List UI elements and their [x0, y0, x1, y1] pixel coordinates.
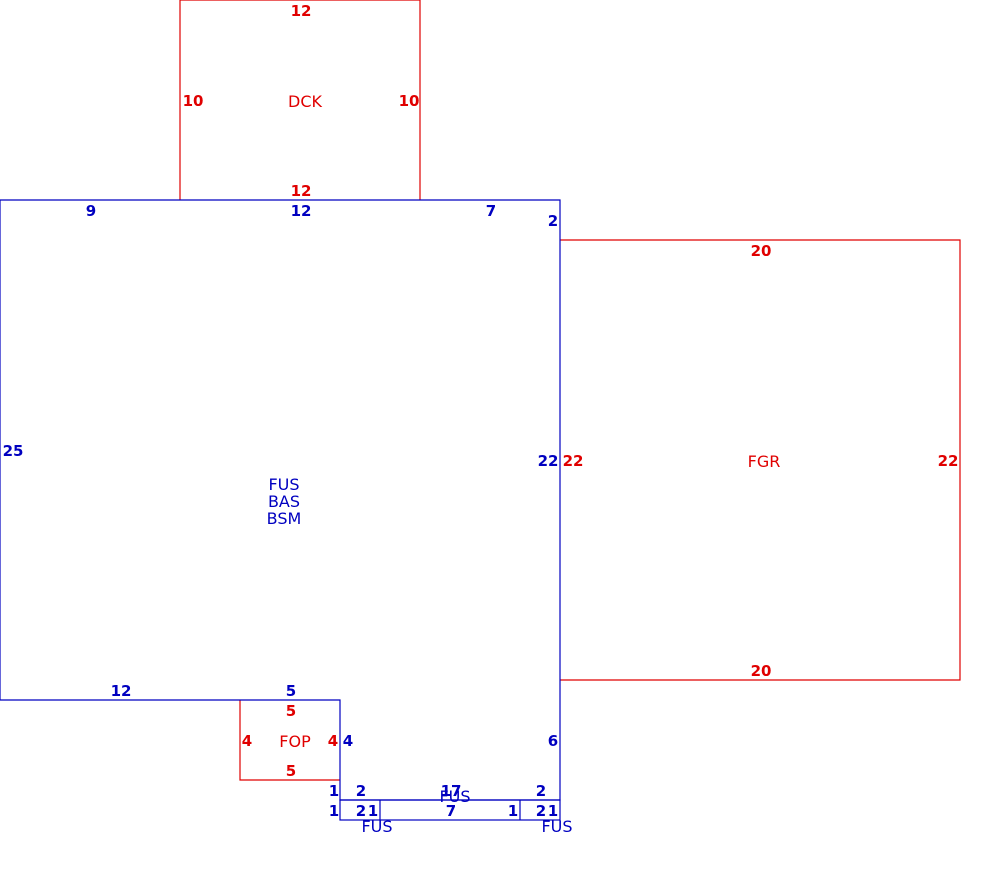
main-dim-bottom-mid: 5 — [286, 682, 296, 700]
strip-dim-right-cell: 2 — [536, 802, 546, 820]
main-dim-top-mid: 12 — [291, 202, 312, 220]
strip-code-right: FUS — [541, 817, 572, 836]
deck-code: DCK — [288, 92, 322, 111]
strip-code-top: FUS — [439, 787, 470, 806]
main-dim-right: 22 — [538, 452, 559, 470]
garage-area — [560, 239, 961, 681]
strip-code-left: FUS — [361, 817, 392, 836]
main-code-bas: BAS — [268, 492, 300, 511]
main-dim-step-left: 4 — [343, 732, 353, 750]
bottom-strip-outline — [339, 799, 561, 821]
garage-outline — [560, 239, 961, 681]
strip-dim-left-cell: 2 — [356, 802, 366, 820]
main-code-fus: FUS — [268, 475, 299, 494]
garage-dim-left: 22 — [563, 452, 584, 470]
strip-dim-right-top2: 2 — [536, 782, 546, 800]
porch-outline — [239, 700, 340, 781]
porch-code: FOP — [279, 732, 311, 751]
strip-dim-left-cell1: 1 — [368, 802, 378, 820]
deck-dim-bottom: 12 — [291, 182, 312, 200]
deck-dim-left: 10 — [183, 92, 204, 110]
main-dim-bottom-left: 12 — [111, 682, 132, 700]
main-code-bsm: BSM — [267, 509, 302, 528]
garage-dim-right: 22 — [938, 452, 959, 470]
porch-dim-right: 4 — [328, 732, 338, 750]
main-dim-top-left: 9 — [86, 202, 96, 220]
deck-dim-right: 10 — [399, 92, 420, 110]
porch-area — [239, 700, 340, 781]
garage-dim-top: 20 — [751, 242, 772, 260]
strip-dim-left-a: 1 — [329, 782, 339, 800]
deck-outline — [179, 0, 421, 200]
main-dim-right-low: 6 — [548, 732, 558, 750]
strip-dim-right-pre: 1 — [508, 802, 518, 820]
main-structure — [0, 199, 561, 821]
strip-dim-overlap: 17 — [441, 782, 462, 800]
main-dim-left: 25 — [3, 442, 24, 460]
main-dim-top-right: 7 — [486, 202, 496, 220]
garage-code: FGR — [748, 452, 781, 471]
strip-dim-left-b: 1 — [329, 802, 339, 820]
main-dim-right-top: 2 — [548, 212, 558, 230]
porch-dim-bottom: 5 — [286, 762, 296, 780]
strip-dim-right-cell1: 1 — [548, 802, 558, 820]
porch-dim-left: 4 — [242, 732, 252, 750]
strip-dim-left-top2: 2 — [356, 782, 366, 800]
porch-dim-top: 5 — [286, 702, 296, 720]
strip-dim-mid: 7 — [446, 802, 456, 820]
deck-dim-top: 12 — [291, 2, 312, 20]
deck-area — [179, 0, 421, 200]
garage-dim-bottom: 20 — [751, 662, 772, 680]
